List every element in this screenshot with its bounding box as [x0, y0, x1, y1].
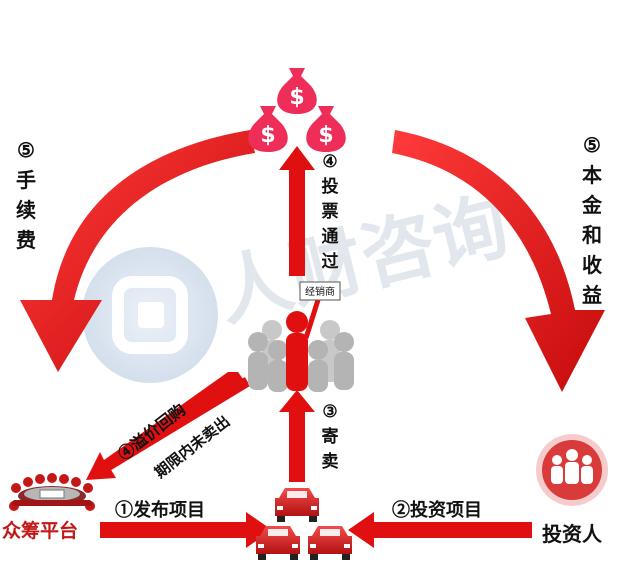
investor-label: 投资人: [542, 522, 602, 546]
invest-label: ②投资项目: [392, 500, 482, 521]
svg-text:$: $: [318, 123, 333, 148]
people-group-icon: [551, 449, 593, 484]
consign-arrow: [279, 390, 315, 482]
principal-label: ⑤ 本 金 和 收 益: [582, 133, 602, 307]
crowd-meeting-icon: [9, 473, 95, 511]
principal-arrow: [392, 130, 605, 392]
fee-arrow: [20, 130, 255, 372]
platform-label: 众筹平台: [2, 520, 79, 542]
publish-label: ①发布项目: [115, 500, 205, 521]
vote-label: ④ 投 票 通 过: [321, 152, 339, 272]
car-icon: [308, 526, 352, 560]
vote-arrow: [279, 146, 315, 276]
fee-label: ⑤ 手 续 费: [16, 138, 36, 252]
dealer-sign-label: 经销商: [305, 285, 335, 298]
consign-label: ③ 寄 卖: [321, 402, 339, 472]
car-icon: [275, 488, 319, 522]
svg-text:$: $: [289, 85, 304, 110]
investor-badge: [536, 434, 608, 506]
cars: [256, 488, 352, 560]
invest-arrow: [348, 512, 532, 548]
money-bag-icon: $: [248, 106, 288, 152]
money-bags: $ $ $: [248, 68, 346, 152]
crowd-leader-icon: 经销商: [248, 281, 354, 392]
buyback-arrow: [86, 372, 250, 480]
svg-text:$: $: [260, 123, 275, 148]
money-bag-icon: $: [277, 68, 317, 114]
publish-arrow: [100, 512, 272, 548]
watermark-text: 人财咨询: [209, 182, 517, 337]
money-bag-icon: $: [306, 106, 346, 152]
car-icon: [256, 526, 300, 560]
